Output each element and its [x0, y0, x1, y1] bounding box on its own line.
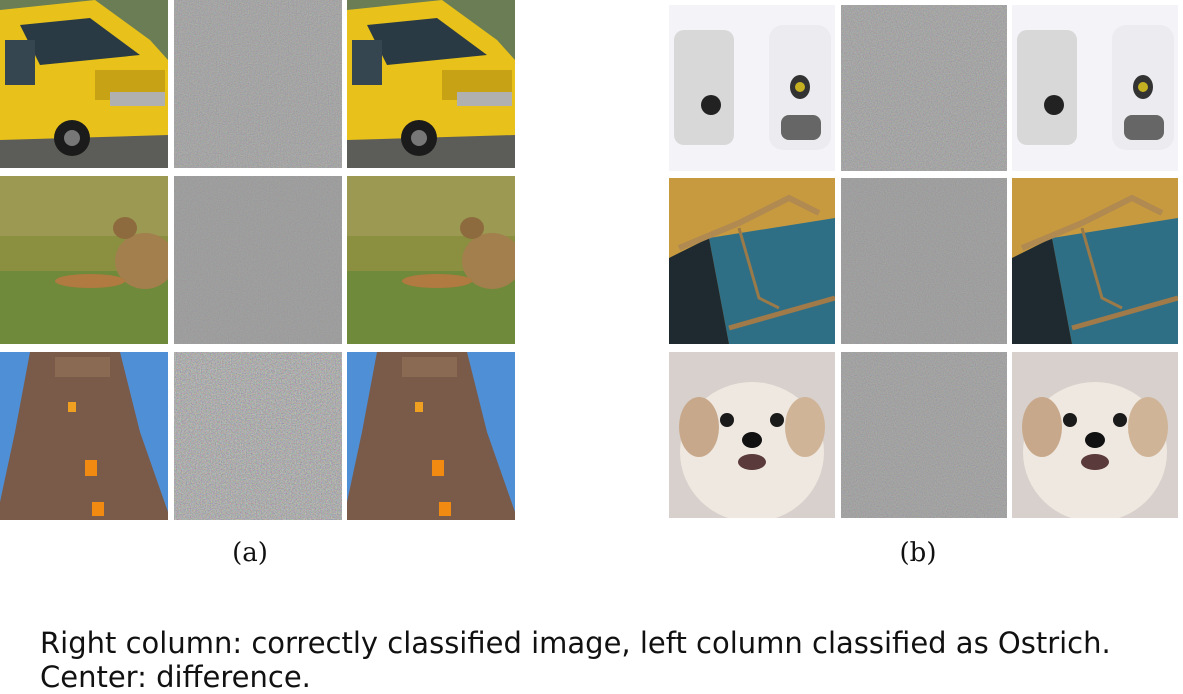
difference-noise-image: [174, 352, 342, 520]
temple-image: [0, 352, 168, 520]
bird-image: [0, 176, 168, 344]
dog-image: [669, 352, 835, 518]
caption-line-2: Center: difference.: [40, 660, 311, 694]
dispenser-difference-tile: [841, 5, 1007, 171]
temple-image: [347, 352, 515, 520]
panel-b-label: (b): [899, 538, 937, 568]
dog-adversarial-tile: [1012, 352, 1178, 518]
dog-image: [1012, 352, 1178, 518]
figure-panel-b: [668, 0, 1178, 580]
mantis-adversarial-tile: [1012, 178, 1178, 344]
difference-noise-image: [841, 178, 1007, 344]
dispenser-image: [669, 5, 835, 171]
difference-noise-image: [174, 0, 342, 168]
mantis-difference-tile: [841, 178, 1007, 344]
temple-original-tile: [0, 352, 168, 520]
dispenser-adversarial-tile: [1012, 5, 1178, 171]
bus-difference-tile: [174, 0, 342, 168]
temple-adversarial-tile: [347, 352, 515, 520]
bird-original-tile: [0, 176, 168, 344]
mantis-image: [1012, 178, 1178, 344]
bus-original-tile: [0, 0, 168, 168]
bird-adversarial-tile: [347, 176, 515, 344]
difference-noise-image: [174, 176, 342, 344]
mantis-original-tile: [669, 178, 835, 344]
dispenser-original-tile: [669, 5, 835, 171]
dog-difference-tile: [841, 352, 1007, 518]
dog-original-tile: [669, 352, 835, 518]
panel-a-label: (a): [232, 538, 268, 568]
difference-noise-image: [841, 5, 1007, 171]
temple-difference-tile: [174, 352, 342, 520]
difference-noise-image: [841, 352, 1007, 518]
mantis-image: [669, 178, 835, 344]
figure-panel-a: [0, 0, 516, 580]
bus-adversarial-tile: [347, 0, 515, 168]
dispenser-image: [1012, 5, 1178, 171]
school-bus-image: [347, 0, 515, 168]
figure-caption: Right column: correctly classified image…: [40, 626, 1170, 694]
bird-difference-tile: [174, 176, 342, 344]
caption-line-1: Right column: correctly classified image…: [40, 626, 1111, 660]
school-bus-image: [0, 0, 168, 168]
bird-image: [347, 176, 515, 344]
